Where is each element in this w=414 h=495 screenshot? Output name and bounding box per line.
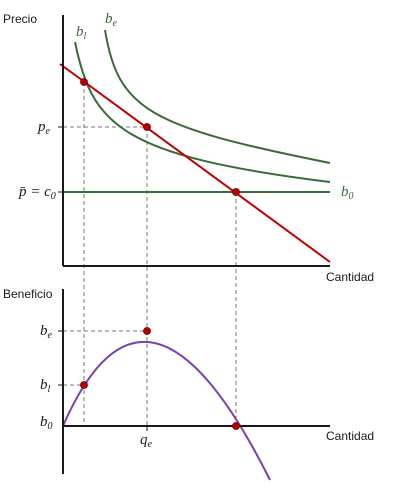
label-b0-profit: b0 bbox=[40, 414, 53, 432]
top-panel: Precio Cantidad bl be b0 pe p̄ = c0 bbox=[3, 11, 374, 426]
demand-curve bbox=[59, 63, 331, 263]
bottom-x-axis-label: Cantidad bbox=[326, 429, 374, 443]
isoprofit-curve-b1 bbox=[74, 41, 331, 183]
label-pe: pe bbox=[37, 119, 51, 137]
point-b1-tangent bbox=[80, 78, 88, 86]
profit-curve bbox=[62, 340, 271, 481]
point-zero-profit bbox=[232, 188, 240, 196]
bottom-y-axis-label: Beneficio bbox=[3, 287, 53, 301]
label-be: be bbox=[105, 11, 118, 29]
label-be-profit: be bbox=[40, 323, 53, 341]
point-optimum bbox=[143, 123, 151, 131]
top-y-axis-label: Precio bbox=[3, 12, 37, 26]
label-b0: b0 bbox=[341, 184, 354, 202]
point-profit-max bbox=[143, 327, 151, 335]
label-qe: qe bbox=[140, 432, 153, 450]
point-profit-zero bbox=[232, 422, 240, 430]
label-b1-profit: bl bbox=[40, 377, 51, 395]
bottom-panel: Beneficio Cantidad be bl b0 qe bbox=[3, 287, 374, 481]
point-profit-b1 bbox=[80, 381, 88, 389]
label-b1: bl bbox=[76, 24, 87, 42]
top-x-axis-label: Cantidad bbox=[326, 270, 374, 284]
label-pbar: p̄ = c0 bbox=[18, 184, 56, 202]
isoprofit-curve-be bbox=[104, 29, 331, 164]
